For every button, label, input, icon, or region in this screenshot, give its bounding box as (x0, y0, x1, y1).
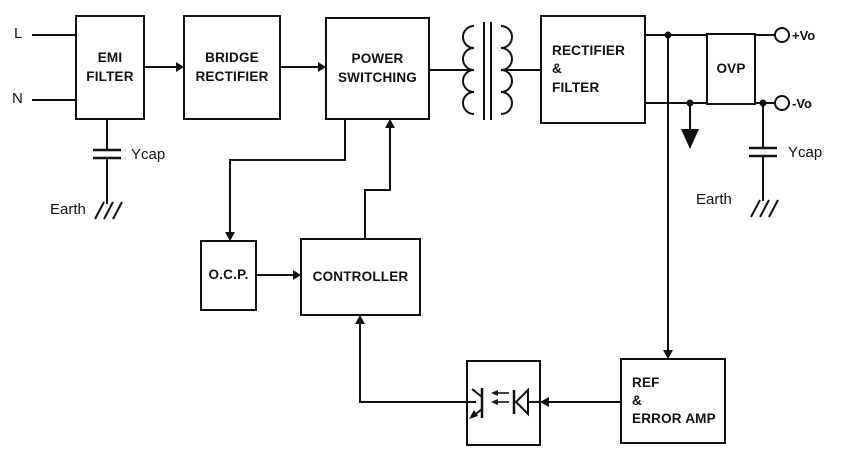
arrow-into-controller-left (293, 270, 301, 280)
light-arrow-2-head (491, 399, 498, 405)
block-bridge-rectifier: BRIDGE RECTIFIER (183, 15, 281, 120)
label-earth-left: Earth (50, 201, 86, 218)
bridge-rectifier-label: BRIDGE RECTIFIER (195, 50, 269, 84)
label-ycap-left: Ycap (131, 146, 166, 163)
capacitors (93, 146, 777, 160)
optocoupler-internals (466, 387, 541, 419)
arrow-into-ref-amp (663, 350, 673, 359)
junction-dots (664, 31, 767, 107)
negative-rail-down-arrow (681, 129, 699, 149)
junction-dot-sense (664, 31, 672, 39)
block-power-switching: POWER SWITCHING (325, 17, 430, 120)
earth-ground-left-icon (94, 201, 123, 220)
block-ocp: O.C.P. (200, 240, 257, 311)
wires (32, 34, 775, 403)
emi-filter-label: EMI FILTER (86, 50, 134, 84)
block-emi-filter: EMI FILTER (75, 15, 145, 120)
arrowheads (176, 62, 699, 407)
wire-power-to-ocp (229, 120, 346, 232)
arrow-into-power-switching (318, 62, 326, 72)
ref-error-amp-label: REF & ERROR AMP (632, 374, 716, 427)
output-terminals (774, 27, 790, 111)
light-arrow-1-head (491, 390, 498, 396)
label-ycap-right: Ycap (788, 144, 823, 161)
ocp-label: O.C.P. (208, 267, 249, 283)
block-rectifier-filter: RECTIFIER & FILTER (540, 15, 646, 124)
arrow-into-ocp (225, 232, 235, 241)
earth-ground-right-icon (750, 199, 779, 218)
terminal-negative-icon (774, 95, 790, 111)
arrow-into-controller-bottom (355, 315, 365, 324)
phototransistor-emitter-arrow (469, 410, 478, 419)
phototransistor-collector (471, 388, 483, 398)
block-ref-error-amp: REF & ERROR AMP (620, 358, 726, 444)
ovp-label: OVP (716, 60, 746, 76)
transformer-secondary-coil (500, 25, 513, 115)
arrow-into-optocoupler (540, 397, 549, 407)
rectifier-filter-label: RECTIFIER & FILTER (552, 43, 626, 95)
label-earth-right: Earth (696, 191, 732, 208)
transformer-primary-coil (462, 25, 475, 115)
block-optocoupler (466, 360, 541, 446)
label-neutral-input: N (12, 90, 23, 107)
arrow-into-bridge (176, 62, 184, 72)
earth-grounds (94, 199, 779, 220)
power-switching-label: POWER SWITCHING (337, 51, 418, 85)
wire-controller-to-power (364, 128, 391, 238)
label-line-input: L (14, 25, 23, 42)
arrow-into-power-bottom (385, 119, 395, 128)
label-output-negative: -Vo (792, 96, 812, 111)
wire-opto-to-controller (359, 324, 466, 403)
block-controller: CONTROLLER (300, 238, 421, 316)
block-ovp: OVP (706, 33, 756, 105)
junction-dot-ycap-right (759, 99, 767, 107)
controller-label: CONTROLLER (312, 268, 409, 284)
junction-dot-drop (686, 99, 694, 107)
transformer-icon (462, 22, 513, 120)
terminal-positive-icon (774, 27, 790, 43)
label-output-positive: +Vo (792, 28, 816, 43)
